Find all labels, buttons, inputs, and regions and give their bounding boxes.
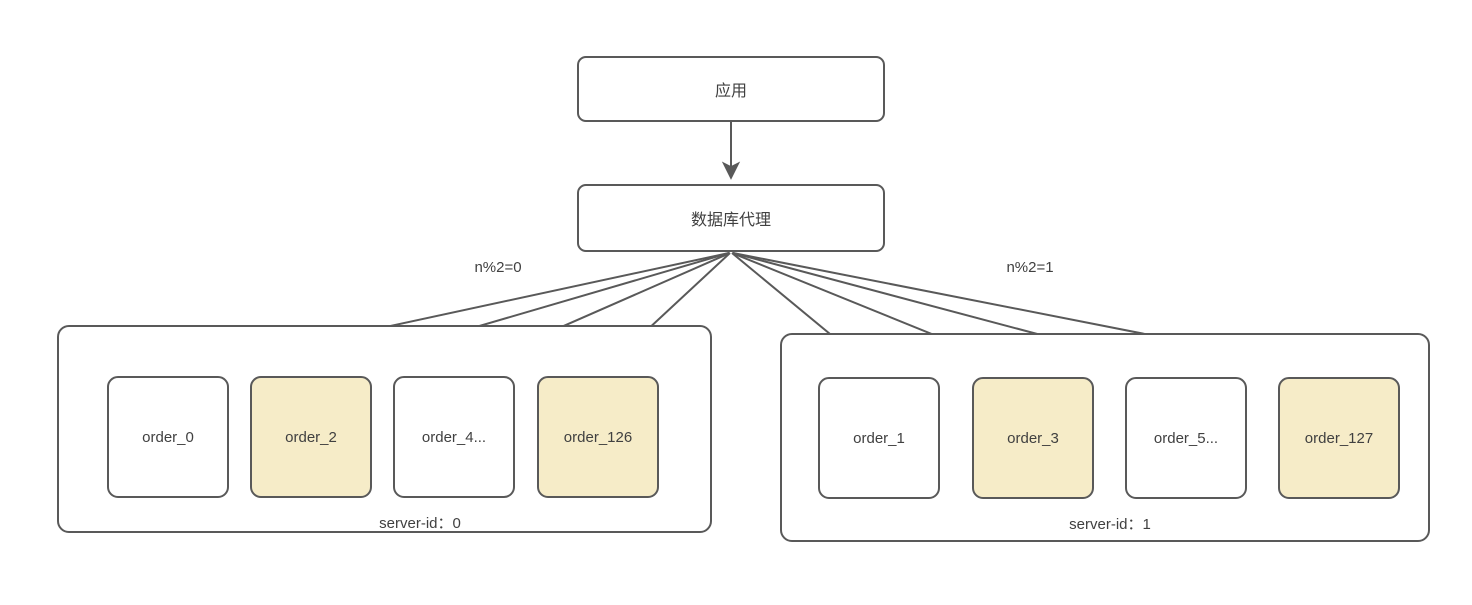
shard-order-4-label: order_4... [421, 428, 487, 446]
shard-order-5: order_5... [1125, 377, 1247, 499]
node-database-proxy-label: 数据库代理 [690, 212, 771, 229]
shard-order-127: order_127 [1278, 377, 1400, 499]
shard-order-127-label: order_127 [1304, 429, 1374, 447]
node-application: 应用 [577, 56, 885, 122]
shard-order-126: order_126 [537, 376, 659, 498]
shard-order-126-label: order_126 [563, 428, 633, 446]
route-label-even: n%2=0 [474, 259, 522, 276]
shard-order-0-label: order_0 [142, 428, 194, 446]
node-application-label: 应用 [714, 83, 747, 100]
shard-order-1-label: order_1 [853, 429, 905, 447]
shard-order-3: order_3 [972, 377, 1094, 499]
shard-order-0: order_0 [107, 376, 229, 498]
node-database-proxy: 数据库代理 [577, 184, 885, 252]
shard-order-3-label: order_3 [1007, 429, 1059, 447]
shard-order-2-label: order_2 [285, 428, 337, 446]
server-id-label-0: server-id：0 [379, 515, 461, 532]
shard-order-5-label: order_5... [1153, 429, 1219, 447]
shard-order-2: order_2 [250, 376, 372, 498]
shard-order-4: order_4... [393, 376, 515, 498]
route-label-odd: n%2=1 [1006, 259, 1054, 276]
shard-order-1: order_1 [818, 377, 940, 499]
server-id-label-1: server-id：1 [1069, 516, 1151, 533]
